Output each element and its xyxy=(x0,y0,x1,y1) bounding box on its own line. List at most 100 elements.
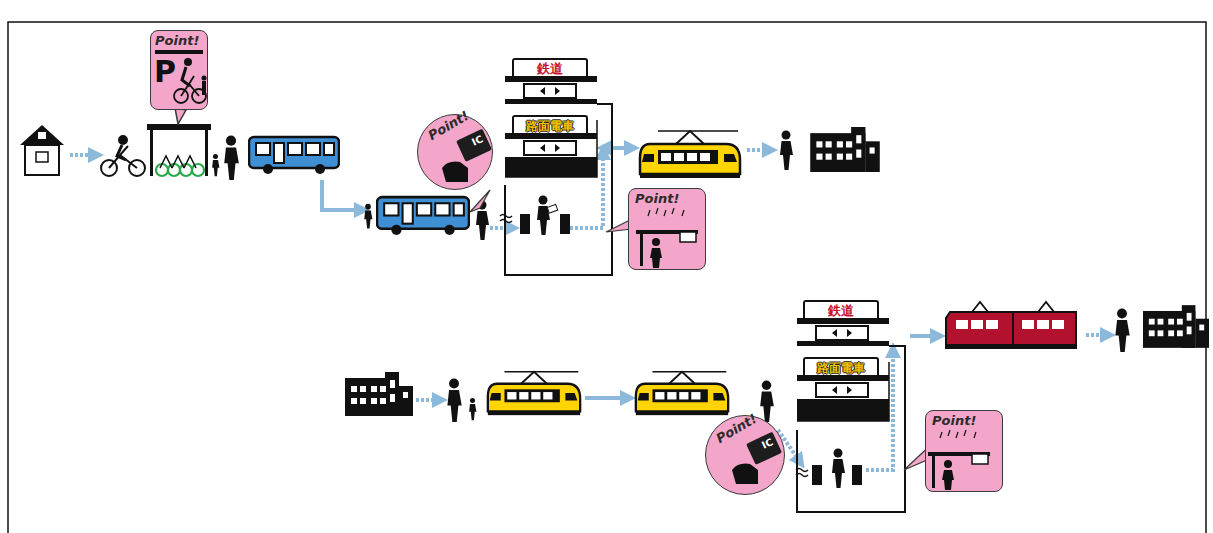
point-callout: Point! xyxy=(925,410,1003,492)
parking-art xyxy=(174,76,206,103)
point-circle: Point!IC xyxy=(417,114,493,190)
parking-shelter xyxy=(147,124,211,130)
sign-label: 路面電車 xyxy=(514,120,586,132)
cyclist-icon xyxy=(117,145,126,160)
point-callout: Point! xyxy=(628,188,706,270)
shelter-art xyxy=(942,470,954,490)
arrow-path xyxy=(604,146,632,150)
point-callout: Point!P xyxy=(150,30,208,110)
arrow-path xyxy=(70,148,1108,470)
callout-tail xyxy=(470,190,490,212)
sign-label: 路面電車 xyxy=(805,362,877,374)
station-top xyxy=(505,76,597,82)
shelter-art xyxy=(648,208,684,216)
station-bottom xyxy=(797,318,905,512)
station-top xyxy=(540,87,560,95)
frame xyxy=(8,22,1206,533)
shelter-art xyxy=(650,248,662,268)
parking-shelter xyxy=(160,156,196,168)
parking-shelter xyxy=(180,164,192,176)
shelter-art xyxy=(972,454,988,464)
house-icon xyxy=(25,145,59,175)
arrow-path xyxy=(1086,333,1108,337)
illustration xyxy=(447,379,461,422)
station-bottom xyxy=(797,341,889,346)
shelter-art xyxy=(940,430,976,438)
parking-art xyxy=(155,50,203,54)
parking-art xyxy=(174,89,188,103)
hand-art xyxy=(442,162,758,484)
arrow-path xyxy=(322,180,362,210)
station-bottom xyxy=(816,383,868,397)
shelter-art xyxy=(928,452,990,456)
shelter-art xyxy=(932,456,935,488)
shelter-art xyxy=(680,232,696,242)
shelter-art xyxy=(636,230,698,234)
tram-sign: 路面電車 xyxy=(803,357,879,375)
parking-art xyxy=(202,76,207,81)
house-icon xyxy=(20,125,64,175)
illustration xyxy=(946,302,1076,349)
station-top xyxy=(505,76,612,275)
hand-art xyxy=(442,162,468,182)
parking-art xyxy=(192,89,206,103)
station-bottom xyxy=(797,375,889,381)
station-top xyxy=(524,141,576,155)
point-label: Point! xyxy=(932,414,976,427)
parking-shelter xyxy=(192,164,204,176)
parking-shelter xyxy=(156,164,168,176)
illustration xyxy=(212,154,219,176)
ic-card-label: IC xyxy=(456,129,492,162)
station-bottom xyxy=(832,329,852,337)
arrow-path xyxy=(747,148,770,152)
cyclist-icon xyxy=(109,146,137,168)
parking-shelter xyxy=(150,130,153,176)
illustration xyxy=(345,372,413,416)
station-top xyxy=(524,84,576,98)
station-bottom xyxy=(816,326,868,340)
station-bottom xyxy=(797,346,905,512)
arrow-path xyxy=(910,334,938,338)
house-icon xyxy=(36,152,48,162)
sign-label: 鉄道 xyxy=(805,304,877,317)
illustration xyxy=(249,137,339,174)
tram-sign: 路面電車 xyxy=(512,115,588,133)
illustration xyxy=(1143,305,1209,348)
station-bottom xyxy=(797,399,889,421)
station-top xyxy=(505,99,597,104)
parking-shelter xyxy=(175,108,186,124)
hand-art xyxy=(732,464,758,484)
illustration xyxy=(780,131,793,171)
point-label: Point! xyxy=(155,34,199,47)
parking-art xyxy=(202,81,206,95)
illustration xyxy=(537,196,550,236)
illustration xyxy=(488,372,580,415)
sign-label: 鉄道 xyxy=(514,62,586,75)
arrow-path xyxy=(490,226,512,230)
arrow-path xyxy=(416,398,440,402)
illustration xyxy=(636,372,728,415)
parking-shelter xyxy=(168,164,180,176)
shelter-art xyxy=(648,208,684,216)
station-bottom xyxy=(832,386,852,394)
illustration xyxy=(1115,309,1129,352)
railway-sign: 鉄道 xyxy=(803,300,879,318)
parking-shelter xyxy=(160,156,196,168)
station-top xyxy=(505,104,612,275)
illustration xyxy=(520,214,530,234)
illustration xyxy=(832,449,845,489)
parking-art xyxy=(181,76,199,96)
parking-shelter xyxy=(147,108,211,176)
point-circle: Point!IC xyxy=(705,415,785,495)
illustration xyxy=(224,136,239,180)
arrow-path xyxy=(70,153,96,157)
station-top xyxy=(540,144,560,152)
shelter-art xyxy=(636,208,990,490)
illustration xyxy=(364,204,372,229)
house-icon xyxy=(38,132,46,139)
station-top xyxy=(505,157,597,177)
ic-card xyxy=(547,204,558,213)
cyclist-icon xyxy=(119,136,127,144)
